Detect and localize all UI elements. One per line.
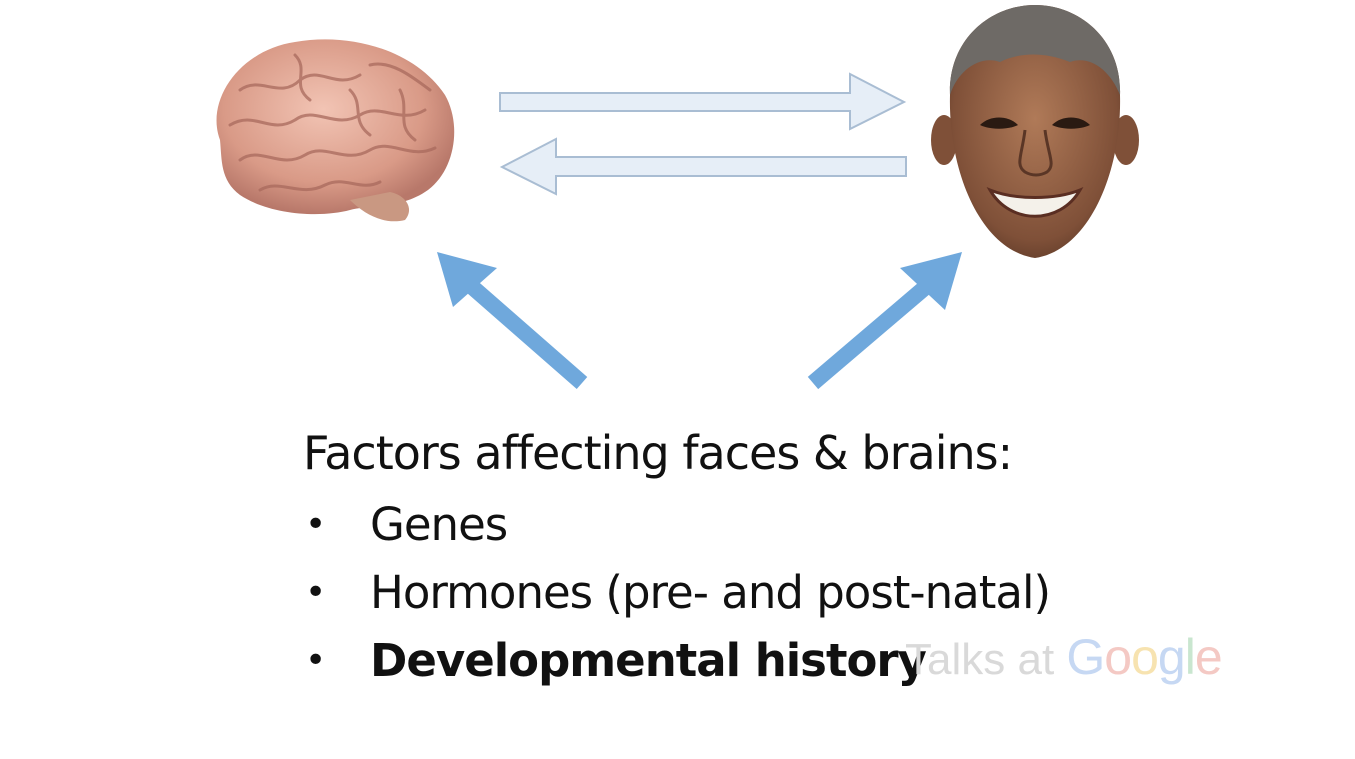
arrow-up-right-icon	[807, 252, 962, 390]
face-icon	[931, 5, 1139, 258]
arrow-right-icon	[499, 72, 907, 131]
arrow-up-left-icon	[437, 252, 588, 390]
list-item-label: Hormones (pre- and post-natal)	[370, 566, 1051, 619]
bullet-icon: •	[305, 572, 326, 613]
factors-list: • Genes • Hormones (pre- and post-natal)…	[303, 491, 1163, 695]
google-letter: e	[1194, 629, 1223, 685]
bullet-icon: •	[305, 640, 326, 681]
talks-at-google-watermark: Talks at Google	[905, 628, 1223, 686]
google-letter: o	[1131, 629, 1159, 685]
list-item-developmental-history: • Developmental history	[303, 627, 1163, 695]
bullet-icon: •	[305, 504, 326, 545]
list-item-hormones: • Hormones (pre- and post-natal)	[303, 559, 1163, 627]
arrow-left-icon	[499, 137, 907, 196]
brain-icon	[216, 39, 455, 222]
watermark-prefix: Talks at	[905, 635, 1067, 684]
google-letter: o	[1104, 629, 1132, 685]
factors-heading: Factors affecting faces & brains:	[303, 426, 1013, 480]
google-letter: G	[1066, 629, 1105, 685]
factors-text-block: Factors affecting faces & brains: • Gene…	[303, 423, 1163, 695]
list-item-label: Genes	[370, 498, 508, 551]
google-letter: l	[1184, 629, 1196, 685]
google-letter: g	[1157, 629, 1186, 685]
list-item-genes: • Genes	[303, 491, 1163, 559]
list-item-label: Developmental history	[370, 634, 927, 687]
